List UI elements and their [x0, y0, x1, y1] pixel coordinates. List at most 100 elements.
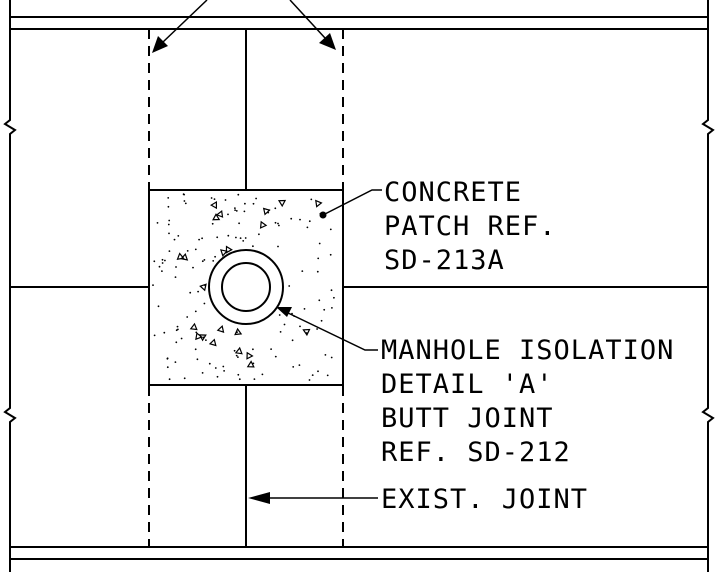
concrete-speckle [252, 245, 254, 248]
concrete-speckle [174, 361, 177, 363]
concrete-speckle [180, 337, 183, 340]
concrete-speckle [213, 198, 216, 201]
concrete-aggregate [262, 207, 271, 216]
concrete-aggregate-texture [152, 193, 335, 381]
concrete-speckle [201, 372, 204, 374]
concrete-speckle [227, 234, 230, 237]
manhole-label-line-1: MANHOLE ISOLATION [381, 335, 674, 366]
concrete-speckle [274, 221, 277, 224]
concrete-speckle [317, 370, 319, 373]
concrete-speckle [252, 202, 255, 205]
concrete-speckle [205, 339, 207, 341]
concrete-speckle [333, 296, 335, 299]
concrete-speckle [161, 270, 163, 272]
pavement-edges [10, 16, 708, 560]
concrete-speckle [175, 341, 178, 344]
concrete-speckle [316, 270, 319, 273]
concrete-speckle [238, 378, 241, 381]
concrete-speckle [235, 210, 238, 212]
concrete-aggregate [246, 360, 255, 368]
concrete-speckle [164, 259, 166, 262]
concrete-patch-leader-dot [319, 211, 327, 219]
concrete-speckle [201, 260, 204, 263]
concrete-speckle [310, 198, 313, 201]
concrete-speckle [156, 222, 159, 224]
concrete-speckle [330, 356, 333, 359]
concrete-speckle [186, 316, 189, 318]
concrete-speckle [167, 223, 170, 226]
joint-leader-arrowhead [248, 492, 270, 504]
concrete-speckle [252, 348, 254, 351]
concrete-speckle [214, 367, 217, 369]
concrete-patch-label-line-2: PATCH REF. [384, 211, 557, 242]
concrete-speckle [158, 265, 161, 268]
concrete-speckle [168, 219, 171, 222]
concrete-patch-callout: CONCRETE PATCH REF. SD-213A [319, 177, 557, 276]
concrete-speckle [203, 302, 206, 305]
concrete-speckle [222, 365, 225, 368]
concrete-aggregate [210, 200, 217, 210]
manhole-callout: MANHOLE ISOLATION DETAIL 'A' BUTT JOINT … [276, 307, 674, 468]
concrete-speckle [237, 193, 240, 196]
concrete-speckle [252, 362, 255, 365]
concrete-speckle [274, 355, 277, 358]
concrete-speckle [243, 210, 246, 213]
concrete-speckle [306, 226, 309, 229]
concrete-aggregate [234, 346, 243, 355]
concrete-speckle [329, 253, 332, 256]
concrete-speckle [308, 220, 311, 223]
concrete-speckle [233, 349, 236, 352]
concrete-speckle [174, 276, 177, 278]
concrete-aggregate [189, 322, 198, 331]
manhole-leader-arrowhead [276, 307, 292, 317]
concrete-speckle [168, 250, 171, 253]
concrete-aggregate [259, 220, 268, 229]
manhole-leader [285, 311, 378, 351]
concrete-speckle [237, 356, 239, 358]
concrete-aggregate [315, 199, 323, 208]
concrete-speckle [176, 325, 179, 328]
concrete-speckle [167, 205, 170, 208]
concrete-speckle [163, 331, 166, 334]
concrete-speckle [183, 200, 186, 202]
left-break-line [3, 0, 17, 572]
concrete-speckle [224, 199, 227, 201]
concrete-patch-label-line-1: CONCRETE [384, 177, 522, 208]
concrete-speckle [234, 207, 236, 210]
arrowhead-top-left [152, 36, 168, 53]
concrete-aggregate [199, 283, 207, 292]
concrete-speckle [157, 305, 160, 308]
concrete-speckle [244, 202, 246, 205]
concrete-speckle [318, 242, 321, 245]
concrete-speckle [216, 375, 219, 378]
concrete-speckle [301, 270, 304, 272]
concrete-speckle [168, 378, 171, 381]
concrete-speckle [235, 354, 238, 357]
concrete-speckle [186, 250, 189, 252]
concrete-speckle [212, 260, 215, 262]
concrete-speckle [175, 266, 177, 268]
concrete-speckle [166, 357, 169, 360]
concrete-aggregate [277, 199, 287, 208]
concrete-aggregate [225, 245, 233, 254]
concrete-aggregate [195, 332, 203, 341]
existing-joints [10, 29, 708, 547]
concrete-aggregate [212, 213, 221, 221]
concrete-speckle [324, 354, 327, 356]
manhole-label-line-2: DETAIL 'A' [381, 369, 554, 400]
concrete-speckle [292, 366, 295, 368]
manhole-label-line-4: REF. SD-212 [381, 437, 571, 468]
concrete-speckle [270, 348, 272, 350]
concrete-speckle [291, 339, 294, 342]
manhole-label-line-3: BUTT JOINT [381, 403, 554, 434]
concrete-speckle [194, 310, 197, 313]
concrete-speckle [277, 222, 279, 225]
concrete-aggregate [180, 253, 189, 261]
concrete-speckle [298, 364, 301, 366]
concrete-speckle [278, 314, 281, 316]
concrete-speckle [316, 328, 318, 330]
concrete-speckle [261, 373, 264, 376]
arrowhead-top-right [319, 33, 336, 50]
concrete-speckle [177, 328, 179, 331]
concrete-speckle [303, 308, 306, 310]
